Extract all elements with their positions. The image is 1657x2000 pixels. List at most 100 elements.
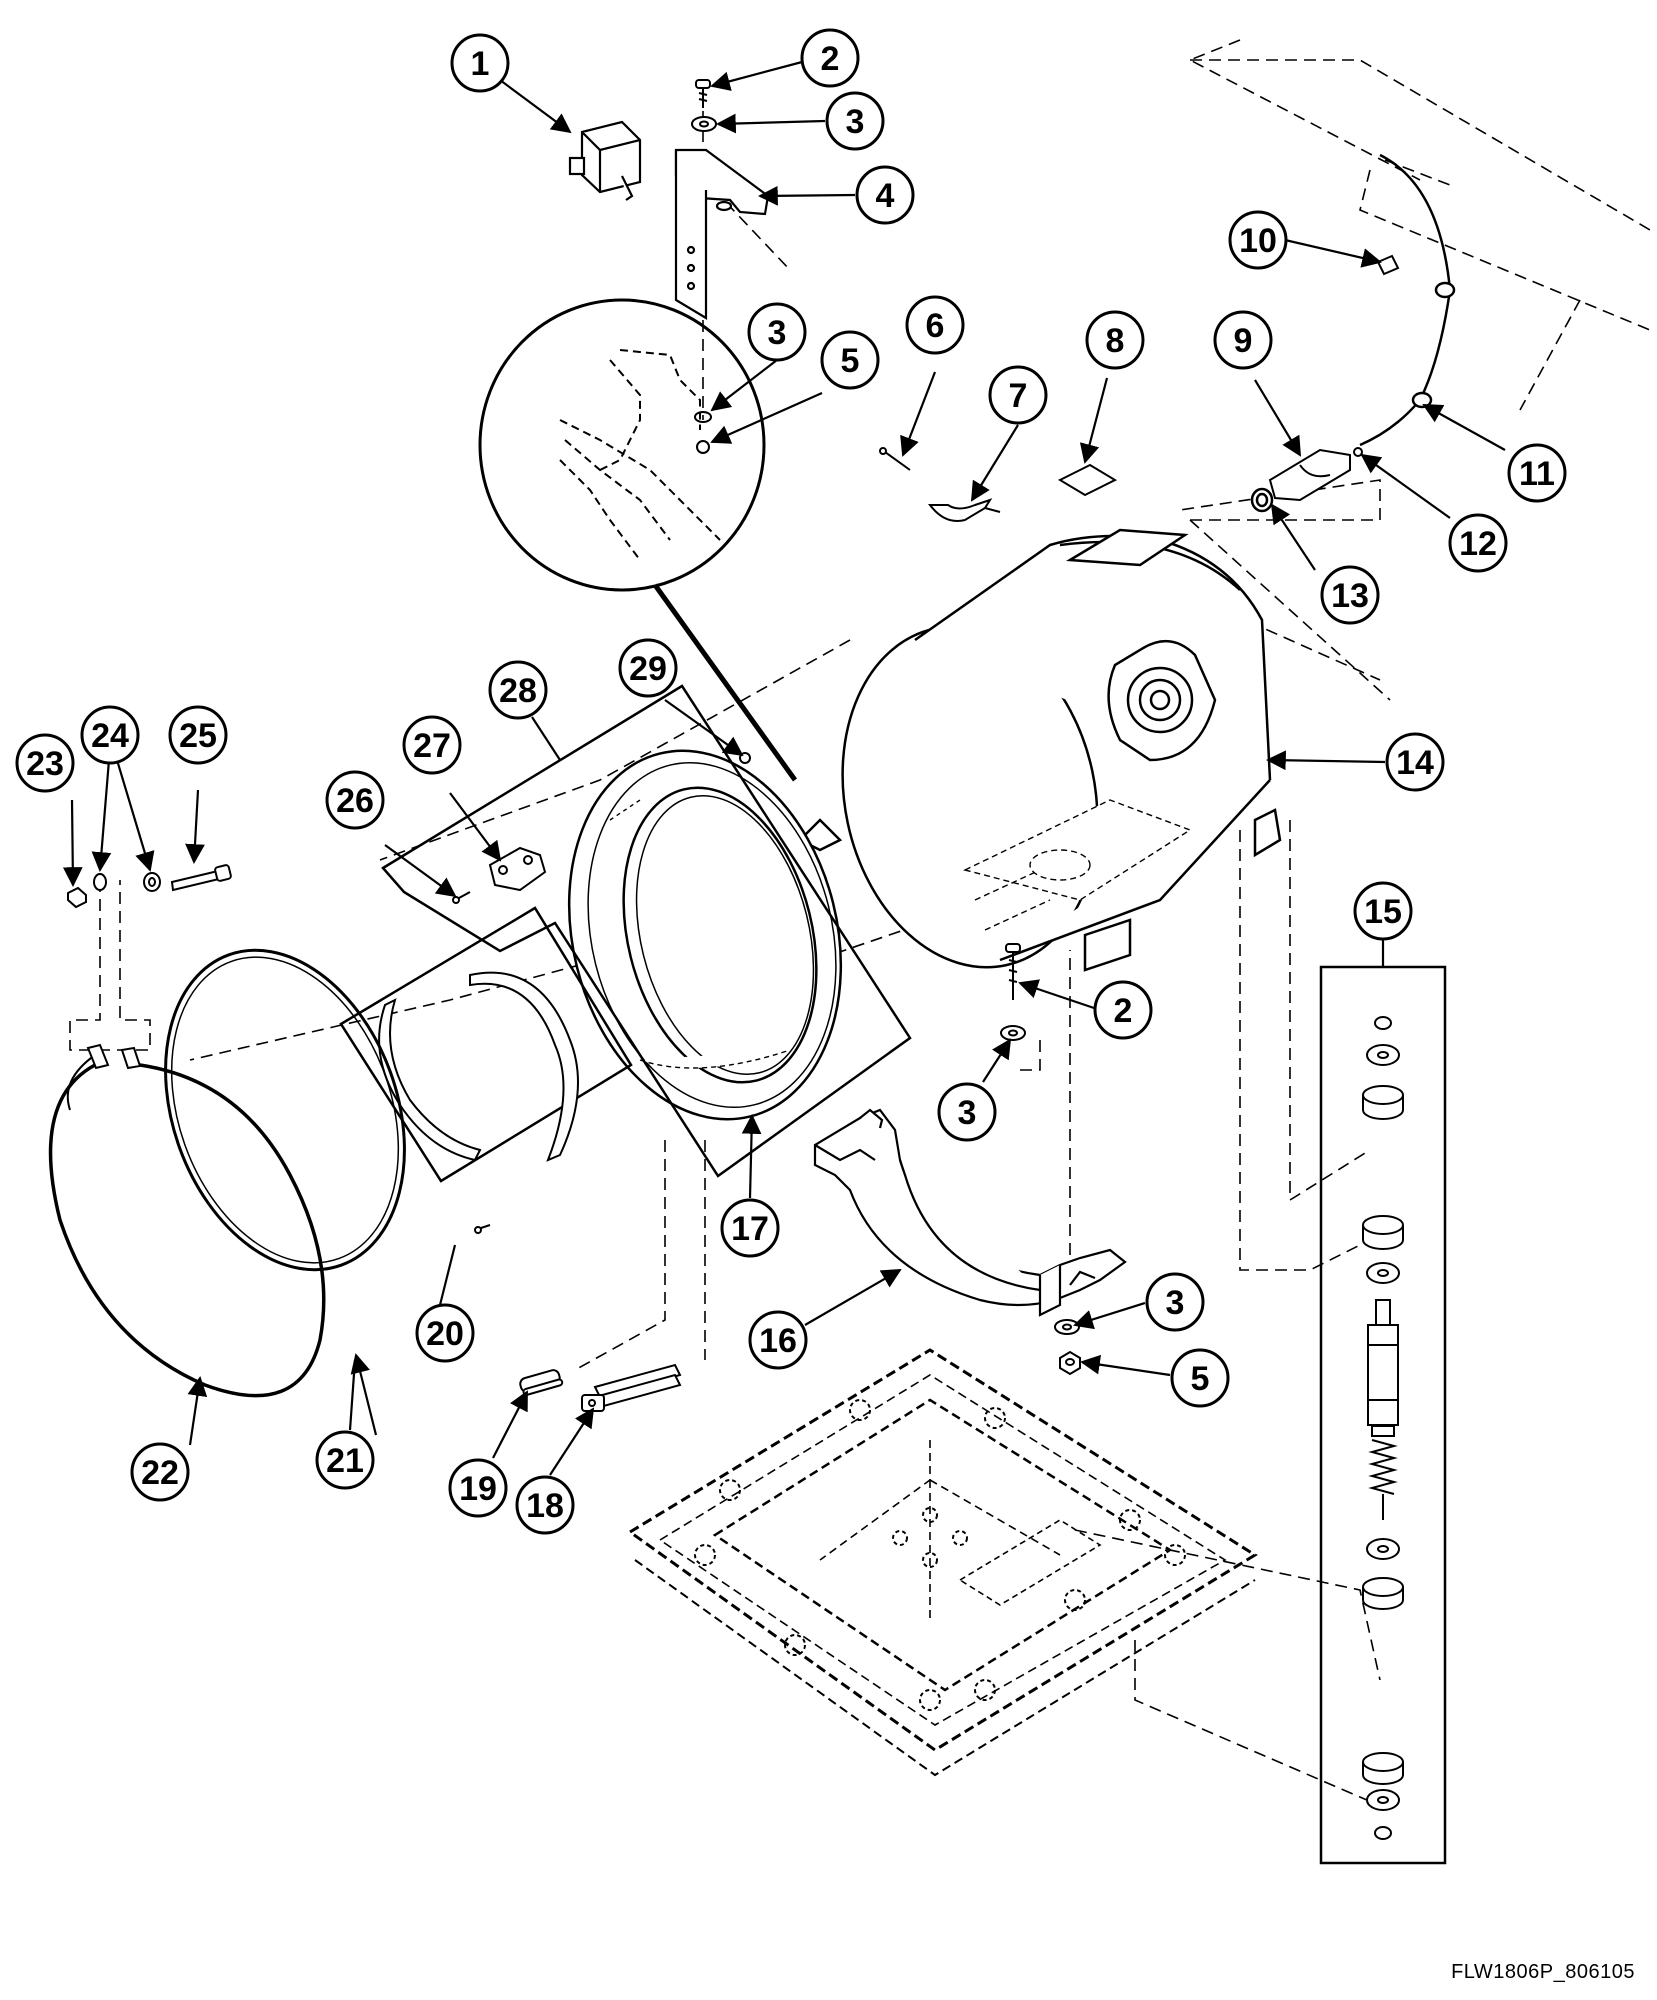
callout-10: 10	[1228, 210, 1288, 270]
callout-3: 3	[825, 91, 885, 151]
callout-14: 14	[1385, 732, 1445, 792]
callout-label: 29	[629, 650, 667, 688]
tub-seal-ring	[164, 948, 406, 1272]
callout-3: 3	[937, 1082, 997, 1142]
heating-element-18	[581, 1363, 682, 1412]
clamp-washers	[93, 872, 161, 892]
callout-2: 2	[1093, 980, 1153, 1040]
clamp-nut	[67, 886, 87, 909]
callout-24: 24	[80, 705, 140, 765]
callout-label: 26	[336, 782, 374, 820]
callout-11: 11	[1507, 443, 1567, 503]
hinge-block-27	[488, 846, 547, 892]
detail-magnifier-circle	[478, 298, 798, 782]
callout-label: 28	[499, 672, 537, 710]
callout-label: 20	[426, 1315, 464, 1353]
callout-5: 5	[1170, 1348, 1230, 1408]
callout-18: 18	[515, 1475, 575, 1535]
callout-label: 14	[1396, 744, 1434, 782]
assembly-dashed-lines	[69, 39, 1651, 1811]
lock-bracket	[674, 148, 770, 320]
callout-label: 21	[326, 1442, 364, 1480]
callout-label: 11	[1519, 455, 1555, 493]
callout-label: 10	[1239, 222, 1277, 260]
nut-bottom	[1059, 1350, 1081, 1376]
air-dome	[1268, 447, 1363, 502]
callout-label: 6	[926, 307, 945, 345]
callout-21: 21	[315, 1430, 375, 1490]
callout-label: 25	[179, 717, 217, 755]
screw-top	[695, 79, 711, 108]
callout-label: 22	[141, 1454, 179, 1492]
callout-27: 27	[402, 715, 462, 775]
callout-label: 18	[526, 1487, 564, 1525]
callout-5: 5	[820, 330, 880, 390]
callout-12: 12	[1448, 513, 1508, 573]
callout-label: 15	[1364, 893, 1402, 931]
callout-label: 8	[1106, 322, 1125, 360]
grommet	[1250, 487, 1274, 513]
callout-9: 9	[1213, 310, 1273, 370]
suspension-parts	[1362, 1016, 1404, 1840]
washer-middle	[1000, 1025, 1026, 1041]
callout-label: 12	[1459, 525, 1497, 563]
callout-23: 23	[15, 733, 75, 793]
callouts: 1 2 3 4 3 5 6 7 8 9 10 11 12 13 14 15 2 …	[15, 28, 1567, 1535]
heater-gasket-19	[519, 1369, 564, 1396]
callout-7: 7	[988, 365, 1048, 425]
callout-label: 5	[841, 342, 860, 380]
callout-label: 17	[731, 1210, 769, 1248]
callout-13: 13	[1320, 565, 1380, 625]
washer-top	[691, 116, 717, 132]
base-frame	[627, 1348, 1258, 1777]
gasket-box-20	[339, 906, 633, 1183]
hose-clamp-pin	[879, 447, 911, 471]
callout-16: 16	[748, 1310, 808, 1370]
callout-label: 24	[91, 717, 129, 755]
callout-label: 3	[846, 103, 865, 141]
callout-label: 13	[1331, 577, 1369, 615]
clip	[927, 498, 1001, 522]
callout-label: 3	[958, 1094, 977, 1132]
callout-label: 16	[759, 1322, 797, 1360]
callout-17: 17	[720, 1198, 780, 1258]
mounting-box-28	[381, 684, 912, 1178]
callout-25: 25	[168, 705, 228, 765]
callout-label: 7	[1009, 377, 1028, 415]
callout-22: 22	[130, 1442, 190, 1502]
callout-label: 23	[26, 745, 64, 783]
tub-front	[567, 749, 843, 1121]
callout-label: 27	[413, 727, 451, 765]
clamp-bolt	[170, 864, 232, 892]
washer-bottom	[1054, 1319, 1080, 1335]
screw-middle	[1005, 943, 1021, 1000]
callout-29: 29	[618, 638, 678, 698]
callout-6: 6	[905, 295, 965, 355]
callout-label: 4	[876, 177, 895, 215]
callout-label: 2	[821, 40, 840, 78]
hose-clamp-small	[1376, 254, 1400, 276]
callout-label: 5	[1191, 1360, 1210, 1398]
callout-3: 3	[1145, 1272, 1205, 1332]
callout-15: 15	[1353, 881, 1413, 941]
callout-label: 2	[1114, 992, 1133, 1030]
door-lock-switch	[568, 120, 642, 201]
leader-lines	[62, 60, 1506, 1476]
callout-label: 1	[471, 45, 490, 83]
label-plate	[1057, 463, 1118, 497]
callout-20: 20	[415, 1303, 475, 1363]
leader-lines-plain	[348, 716, 1385, 1431]
callout-19: 19	[448, 1458, 508, 1518]
callout-28: 28	[488, 660, 548, 720]
tub-support-bracket	[813, 1108, 1127, 1317]
callout-4: 4	[855, 165, 915, 225]
callout-label: 3	[1166, 1284, 1185, 1322]
callout-label: 19	[459, 1470, 497, 1508]
door-gasket-segment	[378, 971, 579, 1234]
callout-label: 9	[1234, 322, 1253, 360]
outer-tub	[797, 528, 1282, 972]
callout-2: 2	[800, 28, 860, 88]
callout-26: 26	[325, 770, 385, 830]
clamp-band	[48, 1043, 326, 1398]
